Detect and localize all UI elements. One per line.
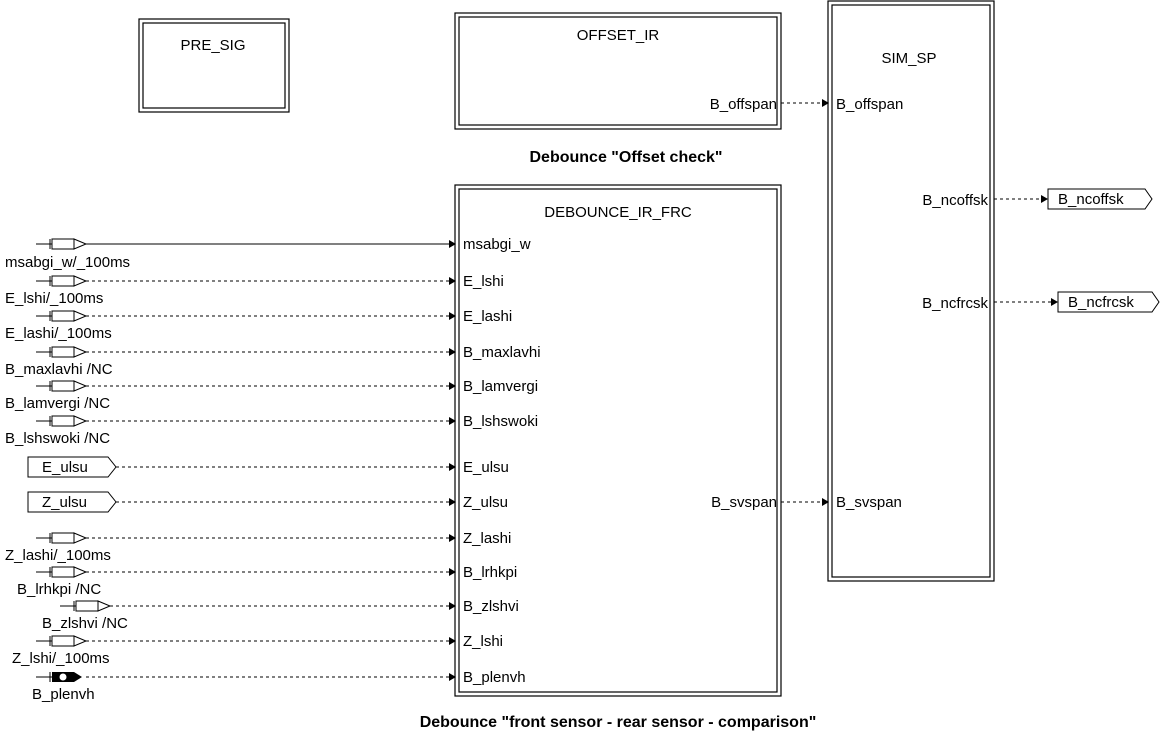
output-port-ncoffsk[interactable]: B_ncoffsk bbox=[994, 188, 1153, 210]
offspan-connection bbox=[781, 99, 829, 107]
input-port[interactable]: Z_ulsu bbox=[27, 491, 456, 513]
sim-sp-block[interactable]: SIM_SP B_offspan B_svspan B_ncoffsk B_nc… bbox=[827, 0, 995, 582]
frc-caption: Debounce "front sensor - rear sensor - c… bbox=[420, 714, 817, 731]
debounce-input-labels: msabgi_wE_lshiE_lashiB_maxlavhiB_lamverg… bbox=[463, 236, 541, 686]
offset-ir-block[interactable]: OFFSET_IR B_offspan bbox=[454, 12, 782, 130]
input-port[interactable]: E_ulsu bbox=[27, 456, 456, 478]
debounce-input-label: B_lshswoki bbox=[463, 413, 538, 430]
debounce-ir-frc-block[interactable]: DEBOUNCE_IR_FRC B_svspan bbox=[454, 184, 782, 697]
pre-sig-title: PRE_SIG bbox=[180, 37, 245, 54]
variable-source[interactable]: B_lrhkpi /NC bbox=[17, 566, 456, 598]
output-port-label: B_ncfrcsk bbox=[1068, 294, 1134, 311]
debounce-input-label: B_lrhkpi bbox=[463, 564, 517, 581]
sim-sp-input-label: B_offspan bbox=[836, 96, 903, 113]
svspan-connection bbox=[781, 498, 829, 506]
debounce-input-label: B_plenvh bbox=[463, 669, 526, 686]
sim-sp-output-label: B_ncoffsk bbox=[922, 192, 988, 209]
variable-source-label: B_plenvh bbox=[32, 686, 95, 703]
debounce-input-label: Z_ulsu bbox=[463, 494, 508, 511]
debounce-input-label: B_zlshvi bbox=[463, 598, 519, 615]
debounce-input-label: Z_lshi bbox=[463, 633, 503, 650]
offset-caption: Debounce "Offset check" bbox=[530, 149, 723, 166]
offset-ir-output-label: B_offspan bbox=[710, 96, 777, 113]
variable-source-label: msabgi_w/_100ms bbox=[5, 254, 130, 271]
debounce-output-label: B_svspan bbox=[711, 494, 777, 511]
debounce-input-label: E_ulsu bbox=[463, 459, 509, 476]
variable-source[interactable]: E_lashi/_100ms bbox=[5, 310, 456, 342]
input-port-label: E_ulsu bbox=[42, 459, 88, 476]
variable-source[interactable]: B_maxlavhi /NC bbox=[5, 346, 456, 378]
input-port-label: Z_ulsu bbox=[42, 494, 87, 511]
output-port-ncfrcsk[interactable]: B_ncfrcsk bbox=[994, 291, 1160, 313]
debounce-input-label: B_maxlavhi bbox=[463, 344, 541, 361]
variable-source[interactable]: Z_lshi/_100ms bbox=[12, 635, 456, 667]
variable-source-label: Z_lashi/_100ms bbox=[5, 547, 111, 564]
variable-source-label: Z_lshi/_100ms bbox=[12, 650, 110, 667]
variable-source[interactable]: B_zlshvi /NC bbox=[42, 600, 456, 632]
debounce-input-label: E_lshi bbox=[463, 273, 504, 290]
input-sources: msabgi_w/_100msE_lshi/_100msE_lashi/_100… bbox=[5, 238, 456, 703]
variable-source[interactable]: B_plenvh bbox=[32, 672, 456, 703]
variable-source-label: B_lamvergi /NC bbox=[5, 395, 110, 412]
sim-sp-output-label: B_ncfrcsk bbox=[922, 295, 988, 312]
variable-source-label: B_lrhkpi /NC bbox=[17, 581, 101, 598]
variable-source[interactable]: B_lshswoki /NC bbox=[5, 415, 456, 447]
variable-source-label: B_zlshvi /NC bbox=[42, 615, 128, 632]
output-port-label: B_ncoffsk bbox=[1058, 191, 1124, 208]
variable-source[interactable]: msabgi_w/_100ms bbox=[5, 238, 456, 271]
variable-source[interactable]: Z_lashi/_100ms bbox=[5, 532, 456, 564]
debounce-input-label: E_lashi bbox=[463, 308, 512, 325]
variable-source-label: B_lshswoki /NC bbox=[5, 430, 110, 447]
debounce-input-label: msabgi_w bbox=[463, 236, 531, 253]
debounce-title: DEBOUNCE_IR_FRC bbox=[544, 204, 692, 221]
variable-source-label: E_lshi/_100ms bbox=[5, 290, 103, 307]
debounce-input-label: Z_lashi bbox=[463, 530, 511, 547]
variable-source-label: E_lashi/_100ms bbox=[5, 325, 112, 342]
variable-source[interactable]: B_lamvergi /NC bbox=[5, 380, 456, 412]
offset-ir-title: OFFSET_IR bbox=[577, 27, 660, 44]
pre-sig-block[interactable]: PRE_SIG bbox=[138, 18, 290, 113]
debounce-input-label: B_lamvergi bbox=[463, 378, 538, 395]
variable-source-label: B_maxlavhi /NC bbox=[5, 361, 113, 378]
sim-sp-title: SIM_SP bbox=[881, 50, 936, 67]
variable-source[interactable]: E_lshi/_100ms bbox=[5, 275, 456, 307]
sim-sp-input-label: B_svspan bbox=[836, 494, 902, 511]
